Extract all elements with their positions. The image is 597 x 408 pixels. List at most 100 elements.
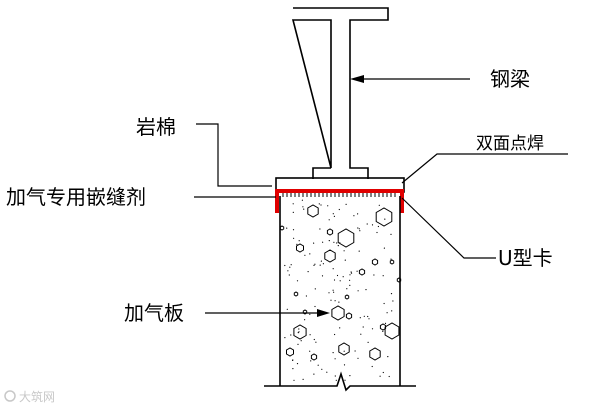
aggregate-dot: [322, 241, 324, 243]
aggregate-dot: [384, 218, 386, 220]
aggregate-dot: [328, 292, 330, 294]
aggregate-dot: [302, 378, 304, 380]
aggregate-dot: [349, 274, 351, 276]
aggregate-dot: [371, 365, 373, 368]
aggregate-dot: [305, 295, 307, 297]
aggregate-dot: [292, 229, 295, 231]
aggregate-dot: [290, 334, 292, 336]
aggregate-dot: [317, 364, 319, 366]
aggregate-dot: [343, 364, 346, 366]
aggregate-dot: [359, 230, 361, 232]
aggregate-dot: [292, 368, 294, 370]
aggregate-dot: [309, 313, 311, 315]
aggregate-particle: [286, 347, 294, 357]
aggregate-dot: [296, 363, 299, 365]
aggregate-dot: [287, 270, 289, 272]
aggregate-dot: [314, 288, 316, 290]
aggregate-dot: [332, 289, 334, 291]
aggregate-dot: [390, 293, 393, 295]
aggregate-dot: [344, 259, 346, 261]
aggregate-dot: [334, 375, 336, 377]
aggregate-dot: [328, 240, 330, 242]
panel-arrow: [317, 309, 330, 317]
aggregate-particle: [379, 323, 387, 331]
aggregate-particle: [396, 277, 402, 283]
aggregate-dot: [309, 334, 311, 336]
aggregate-dot: [365, 289, 367, 291]
watermark-logo-icon: [4, 390, 16, 402]
aggregate-dot: [346, 288, 348, 290]
aggregate-dot: [314, 305, 316, 308]
aggregate-particle: [296, 243, 304, 253]
u-clip: [275, 189, 404, 213]
aggregate-dot: [310, 360, 312, 362]
aggregate-dot: [314, 263, 316, 265]
aggregate-dot: [296, 243, 298, 245]
aggregate-dot: [382, 330, 384, 332]
aggregate-particle: [293, 324, 307, 340]
aggregate-dot: [333, 215, 335, 217]
aggregate-dot: [339, 242, 341, 244]
aggregate-dot: [392, 300, 394, 302]
aggregate-dot: [334, 333, 336, 336]
aggregate-dot: [357, 290, 359, 292]
aggregate-particle: [384, 322, 400, 340]
aggregate-dot: [332, 268, 334, 270]
aggregate-dot: [376, 231, 378, 234]
aggregate-dot: [382, 275, 384, 277]
steel-beam: [275, 7, 405, 193]
aggregate-dot: [313, 242, 315, 244]
aggregate-dot: [363, 315, 365, 317]
label-sealant: 加气专用嵌缝剂: [6, 185, 146, 209]
aggregate-dot: [335, 379, 337, 381]
aggregate-dot: [333, 241, 335, 243]
aggregate-dot: [334, 358, 336, 360]
aggregate-dot: [357, 213, 359, 215]
aggregate-particle: [389, 259, 395, 265]
aggregate-dot: [382, 371, 384, 374]
aggregate-dot: [333, 291, 335, 293]
aggregate-dot: [388, 375, 390, 378]
beam-arrow: [350, 75, 364, 83]
aggregate-dot: [390, 233, 392, 235]
aggregate-dot: [302, 206, 304, 208]
aggregate-dot: [322, 263, 324, 265]
aggregate-particle: [369, 347, 381, 361]
aggregate-dot: [321, 275, 324, 277]
aggregate-dot: [304, 254, 306, 256]
aggregate-dot: [313, 264, 315, 266]
aggregate-dot: [343, 250, 345, 252]
aggregate-dot: [292, 203, 294, 205]
aggregate-dot: [368, 318, 370, 320]
aggregate-dot: [318, 203, 320, 205]
aggregate-particle: [302, 309, 308, 315]
aggregate-dot: [377, 225, 379, 228]
aggregate-dot: [383, 302, 385, 305]
aggregate-dot: [330, 299, 332, 301]
aggregate-dot: [383, 247, 385, 249]
aggregate-particle: [324, 249, 336, 263]
aggregate-particle: [358, 268, 366, 276]
aggregate-dot: [332, 213, 334, 215]
aggregate-particle: [371, 258, 379, 266]
aggregate-dot: [289, 266, 291, 268]
aggregate-dot: [333, 279, 336, 281]
aggregate-dot: [386, 312, 388, 314]
aggregate-particle: [344, 294, 350, 300]
aggregate-dot: [391, 310, 393, 312]
aggregate-dot: [350, 271, 352, 273]
aggregate-dot: [367, 315, 369, 318]
aggregate-dot: [350, 272, 353, 274]
aggregate-dot: [358, 228, 360, 230]
aggregate-dot: [356, 270, 358, 272]
aerated-panel: [264, 196, 416, 392]
aggregate-dot: [320, 260, 322, 262]
aggregate-dot: [362, 326, 364, 328]
aggregate-dot: [288, 274, 290, 276]
label-rock-wool: 岩棉: [136, 115, 176, 139]
aggregate-dot: [343, 350, 345, 352]
aggregate-dot: [371, 328, 374, 330]
aggregate-particle: [331, 305, 345, 321]
aggregate-dot: [320, 204, 322, 206]
aggregate-dot: [309, 253, 311, 255]
